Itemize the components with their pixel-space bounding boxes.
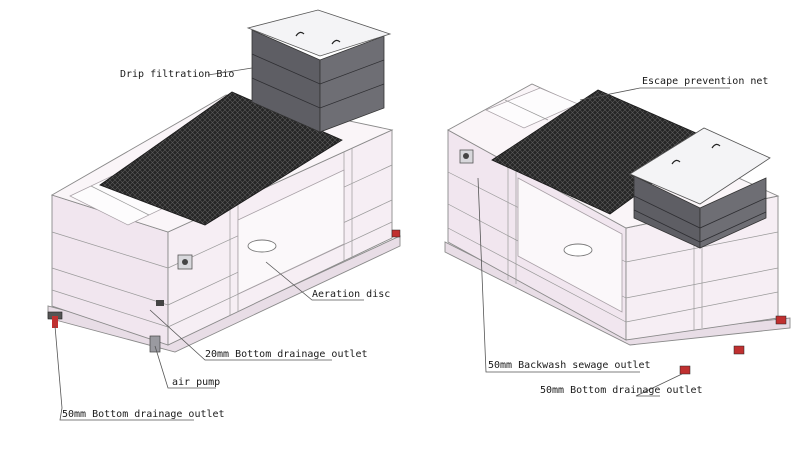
right-drain-valve-1 <box>679 365 691 375</box>
right-tank <box>444 83 791 375</box>
label-bottom-drainage-50-left: 50mm Bottom drainage outlet <box>62 409 225 420</box>
left-drain-valve-left <box>47 311 63 328</box>
label-bottom-drainage-20: 20mm Bottom drainage outlet <box>205 349 368 360</box>
right-drain-valve-2 <box>733 345 745 355</box>
label-drip-filtration: Drip filtration Bio <box>120 69 234 80</box>
label-escape-prevention-net: Escape prevention net <box>642 76 768 87</box>
left-tank-mesh-net <box>99 91 343 226</box>
left-drain-valve-right <box>391 229 401 238</box>
label-air-pump: air pump <box>172 377 220 388</box>
label-bottom-drainage-50-right: 50mm Bottom drainage outlet <box>540 385 703 396</box>
left-air-pump <box>149 335 161 353</box>
label-aeration-disc: Aeration disc <box>312 289 390 300</box>
left-tank <box>47 9 401 353</box>
right-aeration-disc <box>563 243 593 257</box>
right-tank-base <box>444 241 791 346</box>
label-backwash-outlet: 50mm Backwash sewage outlet <box>488 360 651 371</box>
left-drip-filter-lid <box>246 9 392 57</box>
left-aeration-disc <box>247 239 277 253</box>
right-drain-valve-3 <box>775 315 787 325</box>
right-drip-filter-lid <box>629 127 771 205</box>
left-tank-window <box>237 169 345 295</box>
right-drip-filter-box <box>629 127 771 249</box>
left-drip-filter-box <box>246 9 392 133</box>
